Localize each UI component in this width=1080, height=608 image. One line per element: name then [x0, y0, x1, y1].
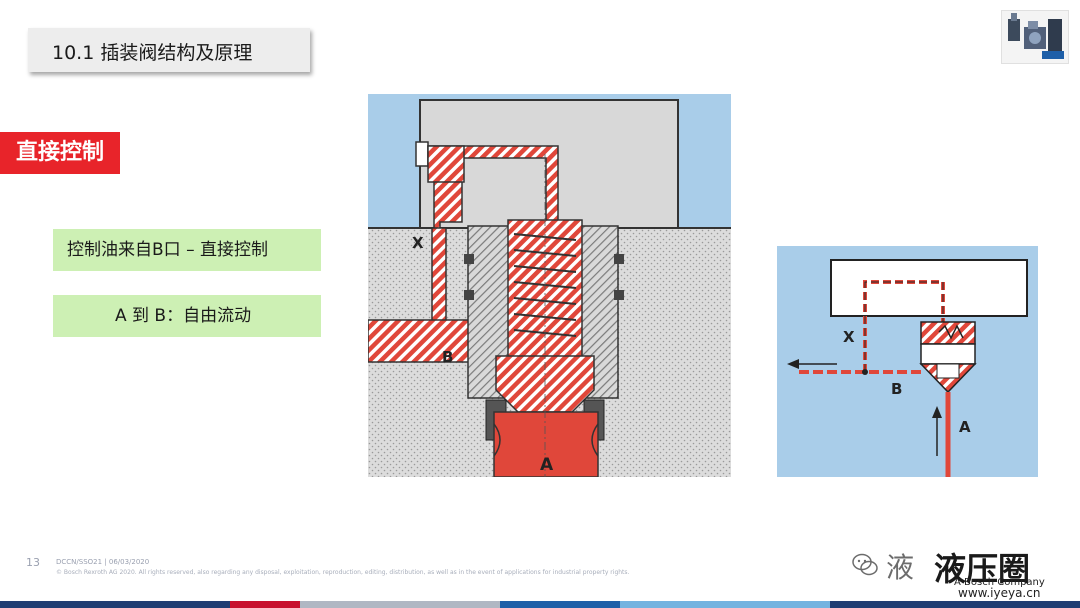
page-number: 13 — [26, 556, 40, 569]
bottom-color-strip — [0, 601, 1080, 608]
product-thumbnail — [1001, 10, 1069, 64]
section-label: 直接控制 — [0, 132, 120, 174]
watermark-url: www.iyeya.cn — [958, 586, 1041, 600]
hydraulic-symbol-drawing: X B A — [777, 246, 1038, 477]
symbol-label-b: B — [891, 380, 902, 398]
symbol-label-x: X — [843, 328, 855, 346]
slide-title: 10.1 插装阀结构及原理 — [52, 42, 253, 64]
product-picture — [1008, 13, 1064, 59]
watermark: 液 液压圈 A Bosch Company — [852, 540, 1072, 588]
cartridge-valve-section-drawing: X B A — [368, 94, 731, 477]
watermark-wechat-text: 液 — [886, 551, 915, 584]
note-flow-a-to-b: A 到 B：自由流动 — [53, 295, 321, 337]
wechat-icon — [852, 553, 878, 576]
footer-doc-line: DCCN/SSO21 | 06/03/2020 — [56, 558, 150, 566]
slide-title-bar: 10.1 插装阀结构及原理 — [28, 28, 310, 72]
watermark-bosch: A Bosch Company — [954, 577, 1045, 588]
footer-copyright: © Bosch Rexroth AG 2020. All rights rese… — [56, 569, 630, 576]
note-control-oil: 控制油来自B口 – 直接控制 — [53, 229, 321, 271]
valve-label-b: B — [442, 348, 453, 366]
watermark-brand: 液压圈 — [934, 550, 1031, 588]
symbol-label-a: A — [959, 418, 971, 436]
valve-label-x: X — [412, 234, 424, 252]
valve-label-a: A — [540, 455, 554, 475]
